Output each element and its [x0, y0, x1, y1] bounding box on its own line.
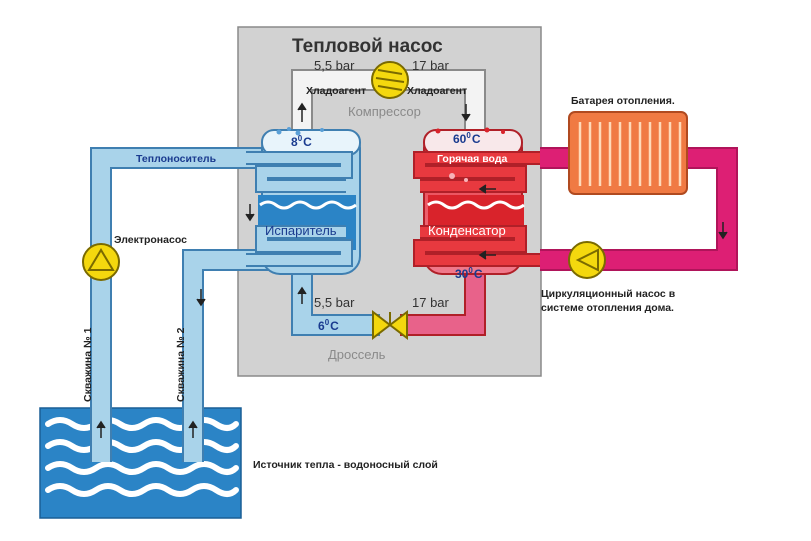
well-1-label: Скважина № 1 — [82, 327, 94, 402]
arrow-left-icon — [478, 184, 496, 194]
refrigerant-loop-hot — [400, 69, 486, 336]
arrow-down-icon — [196, 289, 206, 307]
temp-evaporator-bottom: 60C — [318, 318, 339, 333]
throttle-valve-icon — [372, 309, 408, 341]
compressor-icon — [371, 61, 409, 99]
diagram-title: Тепловой насос — [292, 36, 443, 57]
compressor-label: Компрессор — [348, 104, 421, 119]
aquifer — [39, 407, 242, 519]
coolant-label: Теплоноситель — [136, 153, 217, 165]
temp-condenser-bottom: 300C — [455, 266, 483, 281]
circulation-pump-label-1: Циркуляционный насос в — [541, 288, 676, 300]
pressure-bottom-right: 17 bar — [412, 295, 450, 310]
temp-evaporator-top: 80C — [291, 134, 312, 149]
condenser — [413, 127, 540, 275]
well-2-label: Скважина № 2 — [175, 327, 187, 402]
radiator-label: Батарея отопления. — [571, 95, 675, 107]
hot-water-label: Горячая вода — [437, 153, 507, 165]
arrow-up-icon — [297, 102, 307, 122]
arrow-up-icon — [297, 286, 307, 304]
arrow-down-icon — [461, 104, 471, 122]
condenser-label: Конденсатор — [428, 223, 506, 238]
electropump-label: Электронасос — [114, 234, 187, 246]
temp-condenser-top: 600C — [453, 131, 481, 146]
circulation-pump-icon — [568, 241, 606, 279]
evaporator — [246, 127, 361, 275]
heat-source-label: Источник тепла - водоносный слой — [253, 459, 438, 471]
pressure-top-left: 5,5 bar — [314, 58, 355, 73]
pressure-top-right: 17 bar — [412, 58, 450, 73]
arrow-up-icon — [188, 420, 198, 438]
radiator — [568, 111, 688, 195]
arrow-down-icon — [718, 222, 728, 240]
flow-arrows — [96, 102, 728, 438]
arrow-up-icon — [96, 420, 106, 438]
pressure-bottom-left: 5,5 bar — [314, 295, 355, 310]
refrigerant-label-right: Хладоагент — [407, 85, 467, 97]
arrow-down-icon — [245, 204, 255, 222]
electropump-icon — [82, 243, 120, 281]
arrow-left-icon — [478, 250, 496, 260]
throttle-label: Дроссель — [328, 347, 386, 362]
evaporator-label: Испаритель — [265, 223, 337, 238]
circulation-pump-label-2: системе отопления дома. — [541, 302, 674, 314]
refrigerant-label-left: Хладоагент — [306, 85, 366, 97]
